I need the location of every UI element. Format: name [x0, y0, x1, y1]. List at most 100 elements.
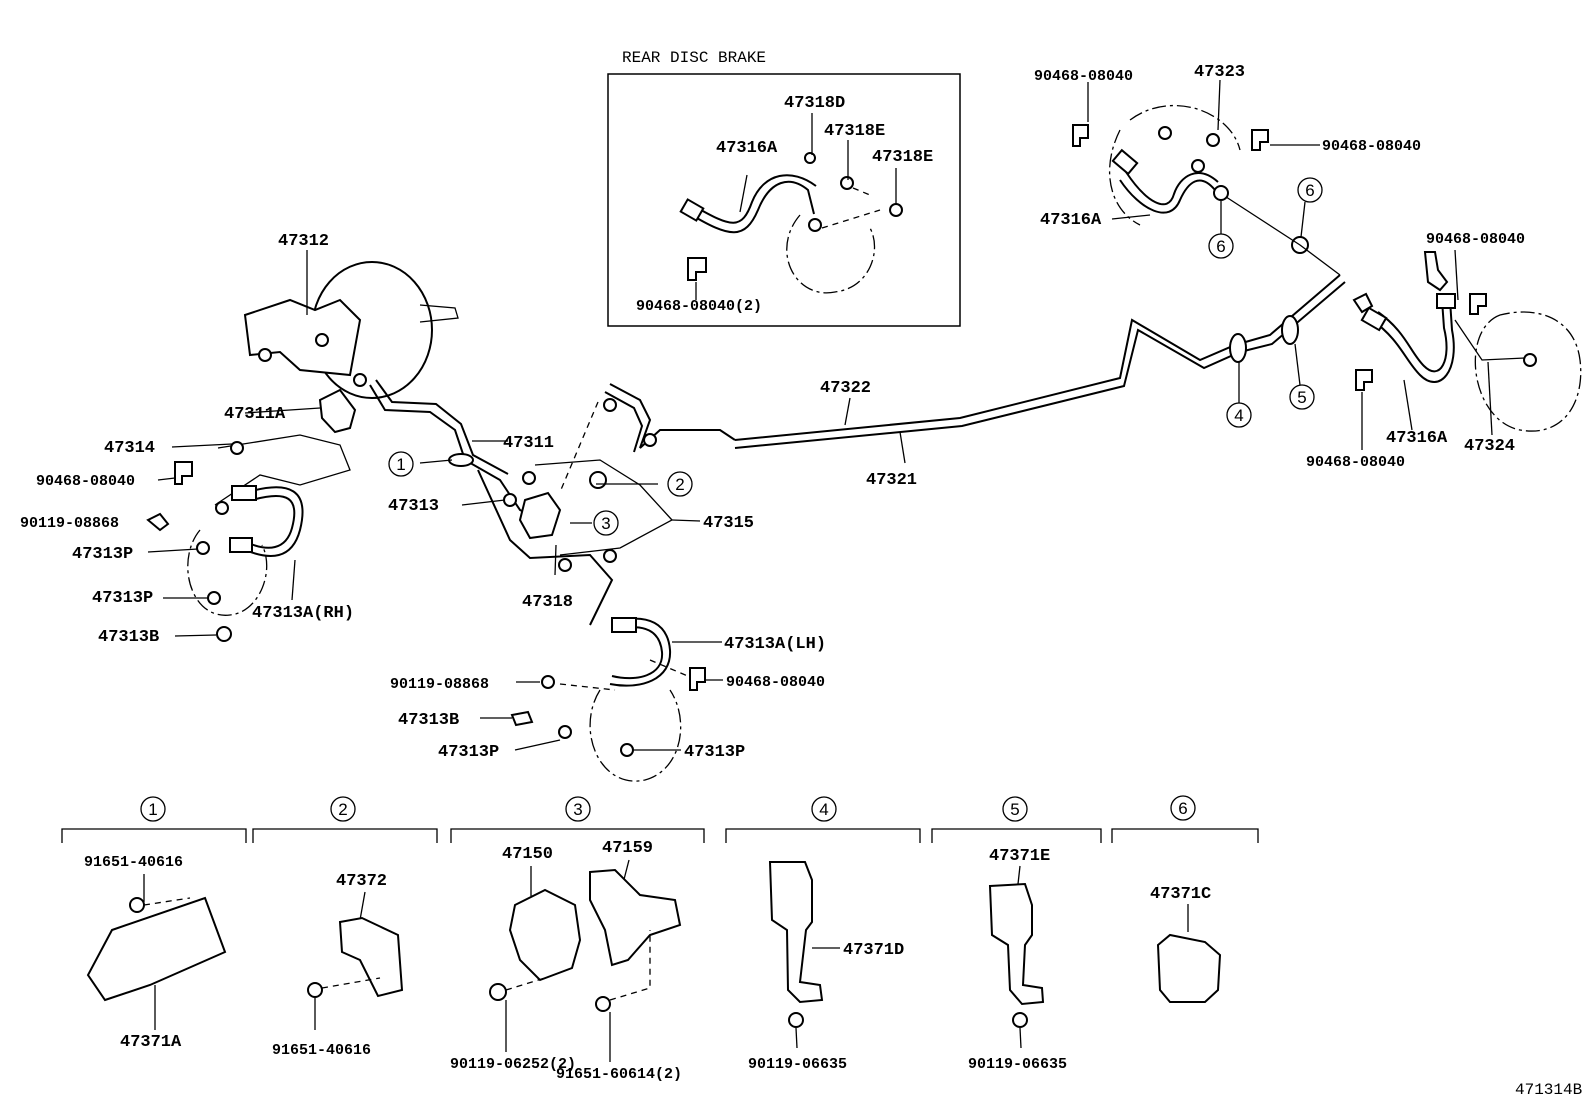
detail-panel-6: 6 47371C — [1111, 795, 1259, 1003]
label-47321: 47321 — [866, 471, 917, 490]
rear-disc-brake-inset: REAR DISC BRAKE 47318D 47318E 47316A 473… — [607, 49, 961, 327]
bracket-47314 — [214, 434, 351, 506]
svg-text:6: 6 — [1305, 181, 1314, 200]
svg-text:6: 6 — [1178, 799, 1187, 818]
part-47371D — [768, 861, 824, 1004]
label-90119-06635-a: 90119-06635 — [748, 1056, 847, 1073]
clip-90468-left — [174, 461, 193, 485]
inset-title: REAR DISC BRAKE — [622, 49, 766, 67]
proportioning-valve — [518, 491, 562, 540]
part-47372 — [338, 916, 404, 998]
tube-47322 — [734, 281, 1346, 449]
label-47311: 47311 — [503, 434, 554, 453]
clip-right-lower — [1355, 369, 1373, 391]
label-47315: 47315 — [703, 514, 754, 533]
rear-rh-disc-outline — [1474, 311, 1582, 432]
label-47372: 47372 — [336, 872, 387, 891]
callout-6-a — [1297, 177, 1323, 203]
label-47313B-lh: 47313B — [398, 711, 459, 730]
hose-47313A-LH — [609, 617, 672, 687]
label-47313A-RH: 47313A(RH) — [252, 604, 354, 623]
label-91651-40616-b: 91651-40616 — [272, 1042, 371, 1059]
detail-callout-1 — [140, 796, 166, 822]
label-47314: 47314 — [104, 439, 155, 458]
label-90468-08040-right: 90468-08040 — [1426, 231, 1525, 248]
label-47318E-b: 47318E — [872, 148, 933, 167]
label-90468-08040-2: 90468-08040(2) — [636, 298, 762, 315]
rear-right-area: 90468-08040 47316A 47324 90468-08040 — [1306, 231, 1582, 471]
inset-disc-outline — [786, 214, 876, 294]
clip-90468-lh — [689, 667, 706, 691]
label-47318: 47318 — [522, 593, 573, 612]
detail-callout-5 — [1002, 796, 1028, 822]
label-47318E-a: 47318E — [824, 122, 885, 141]
svg-text:3: 3 — [573, 800, 582, 819]
svg-text:5: 5 — [1297, 388, 1306, 407]
label-90119-08868-left: 90119-08868 — [20, 515, 119, 532]
diagram-reference-id: 471314B — [1515, 1081, 1582, 1099]
svg-text:5: 5 — [1010, 800, 1019, 819]
part-47311A — [318, 388, 357, 434]
hose-47313A-RH — [244, 486, 304, 557]
label-47313P-b: 47313P — [92, 589, 153, 608]
svg-text:2: 2 — [338, 800, 347, 819]
callout-2 — [667, 471, 693, 497]
label-47322: 47322 — [820, 379, 871, 398]
label-90468-08040-right-lower: 90468-08040 — [1306, 454, 1405, 471]
label-47311A: 47311A — [224, 405, 286, 424]
label-47316A-upper: 47316A — [1040, 211, 1102, 230]
label-90468-08040-top: 90468-08040 — [1034, 68, 1133, 85]
detail-panel-4: 4 47371D 90119-06635 — [725, 796, 921, 1073]
tube-47311 — [369, 384, 541, 521]
inset-clip — [687, 257, 707, 281]
svg-text:3: 3 — [601, 514, 610, 533]
clip-upper-right — [1251, 129, 1269, 151]
label-90468-08040-top-right: 90468-08040 — [1322, 138, 1421, 155]
inset-hose — [689, 180, 815, 234]
label-47313P-lh-a: 47313P — [438, 743, 499, 762]
label-47371C: 47371C — [1150, 885, 1211, 904]
label-47313B-left: 47313B — [98, 628, 159, 647]
label-90119-06635-b: 90119-06635 — [968, 1056, 1067, 1073]
tube-47322-start — [609, 383, 736, 449]
callout-1 — [388, 451, 414, 477]
rear-upper-area: 90468-08040 47323 90468-08040 47316A — [1034, 63, 1421, 230]
part-47371A — [86, 896, 227, 1002]
callouts-main: 1 2 3 4 5 6 6 — [388, 177, 1323, 536]
hose-47316A-upper — [1119, 179, 1216, 214]
label-47316A-right: 47316A — [1386, 429, 1448, 448]
detail-panel-3: 3 47150 47159 90119-06252(2) 91651-60614… — [450, 796, 705, 1083]
inset-frame — [607, 73, 961, 327]
label-47318D: 47318D — [784, 94, 845, 113]
part-47371E — [988, 882, 1045, 1006]
label-47312: 47312 — [278, 232, 329, 251]
detail-callout-4 — [811, 796, 837, 822]
callout-5 — [1289, 384, 1315, 410]
label-47313P-a: 47313P — [72, 545, 133, 564]
detail-panel-5: 5 47371E 90119-06635 — [931, 796, 1102, 1073]
tube-47321 — [734, 274, 1341, 441]
label-91651-40616-a: 91651-40616 — [84, 854, 183, 871]
svg-text:1: 1 — [148, 800, 157, 819]
clip-upper-left — [1072, 124, 1089, 147]
detail-callout-2 — [330, 796, 356, 822]
label-47371E: 47371E — [989, 847, 1050, 866]
svg-text:6: 6 — [1216, 237, 1225, 256]
callout-3 — [593, 510, 619, 536]
rh-disc-outline — [187, 529, 268, 616]
label-90468-08040-lh: 90468-08040 — [726, 674, 825, 691]
label-47313P-lh-b: 47313P — [684, 743, 745, 762]
detail-panel-1: 1 91651-40616 47371A — [61, 796, 247, 1052]
part-47150 — [508, 888, 582, 982]
svg-text:1: 1 — [396, 455, 405, 474]
label-91651-60614-2: 91651-60614(2) — [556, 1066, 682, 1083]
label-90119-08868-lh: 90119-08868 — [390, 676, 489, 693]
detail-callout-3 — [565, 796, 591, 822]
part-47159 — [589, 868, 682, 967]
label-90119-06252-2: 90119-06252(2) — [450, 1056, 576, 1073]
detail-callout-6 — [1170, 795, 1196, 821]
svg-text:4: 4 — [819, 800, 828, 819]
label-47150: 47150 — [502, 845, 553, 864]
